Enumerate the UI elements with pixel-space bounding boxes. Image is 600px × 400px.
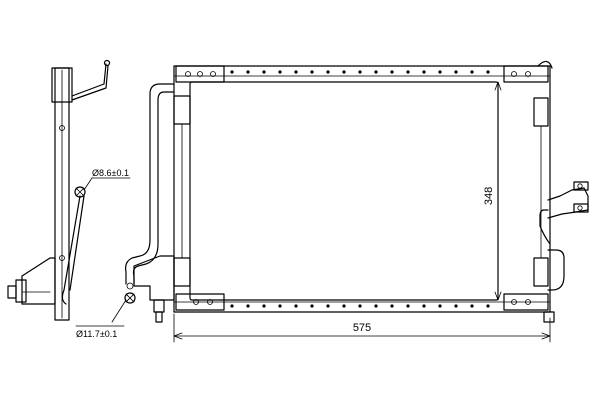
rivet-dot [262, 304, 266, 308]
rivet-dot [358, 304, 362, 308]
rivet-dot [326, 304, 330, 308]
outlet-fitting [547, 187, 589, 219]
rivet-dot [342, 70, 346, 74]
bracket-top-left [175, 65, 225, 83]
left-header-tank [173, 95, 191, 287]
rivet-dot [438, 304, 442, 308]
rivet-dot [294, 70, 298, 74]
side-lower-bracket [21, 257, 56, 305]
side-wire-bracket [71, 63, 109, 101]
rivet-dot [310, 304, 314, 308]
rivet-dot [342, 304, 346, 308]
bracket-top-right [503, 65, 549, 83]
rivet-dot [454, 70, 458, 74]
rivet-dot [262, 70, 266, 74]
side-hole-upper [59, 125, 65, 131]
lower-fitting [124, 292, 136, 304]
inlet-pipe [125, 83, 175, 285]
rivet-dot [326, 70, 330, 74]
side-view: Ø8.6±0.1 Ø11.7±0.1 [7, 59, 131, 339]
rivet-dot [390, 304, 394, 308]
front-view: 348 575 [124, 60, 589, 343]
upper-fitting [74, 186, 86, 198]
top-rail-rivets [230, 70, 490, 74]
side-top-cap [51, 67, 73, 103]
rivet-dot [294, 304, 298, 308]
rivet-dot [454, 304, 458, 308]
rivet-dot [358, 70, 362, 74]
rivet-dot [310, 70, 314, 74]
rivet-dot [422, 70, 426, 74]
rivet-dot [470, 304, 474, 308]
side-pipe [63, 195, 85, 291]
rivet-dot [486, 70, 490, 74]
core-inner [189, 81, 499, 301]
rivet-dot [438, 70, 442, 74]
rivet-dot [390, 70, 394, 74]
rivet-dot [278, 304, 282, 308]
rivet-dot [374, 304, 378, 308]
height-value: 348 [483, 187, 495, 205]
inlet-block [133, 255, 175, 301]
rivet-dot [230, 304, 234, 308]
rivet-dot [246, 70, 250, 74]
lower-fitting-diameter: Ø11.7±0.1 [76, 329, 117, 339]
bracket-bottom-left [175, 293, 225, 311]
bottom-rail-rivets [230, 304, 490, 308]
rivet-dot [406, 70, 410, 74]
corner-brackets [175, 65, 549, 311]
width-value: 575 [353, 322, 371, 334]
width-dimension: 575 [173, 313, 551, 343]
rivet-dot [278, 70, 282, 74]
rivet-dot [230, 70, 234, 74]
upper-fitting-diameter: Ø8.6±0.1 [92, 168, 129, 178]
side-hole-lower [59, 255, 65, 261]
bracket-bottom-right [503, 293, 549, 311]
frame-outer [173, 65, 551, 313]
rivet-dot [470, 70, 474, 74]
outlet-pipe-assembly [539, 181, 589, 323]
rivet-dot [422, 304, 426, 308]
right-header-tank [533, 60, 553, 287]
rivet-dot [374, 70, 378, 74]
height-dimension: 348 [483, 81, 502, 301]
rivet-dot [406, 304, 410, 308]
rivet-dot [246, 304, 250, 308]
rivet-dot [486, 304, 490, 308]
